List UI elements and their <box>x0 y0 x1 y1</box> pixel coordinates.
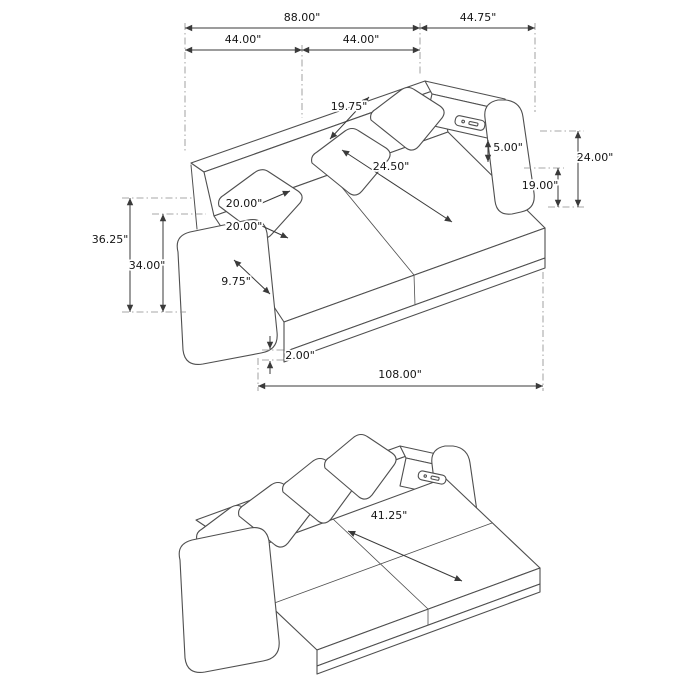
dim-label-pillow-height: 20.00" <box>226 220 263 233</box>
right-arm <box>484 99 535 215</box>
top-view: 88.00" 44.75" 44.00" 44.00" 36.25" 34.00… <box>90 9 615 391</box>
bottom-view: 41.25" <box>178 433 541 675</box>
bed-base-rail <box>316 583 541 675</box>
dim-label-back-to-seat: 19.00" <box>522 179 559 192</box>
dim-label-back-height: 34.00" <box>129 259 166 272</box>
seat-front-seam <box>413 274 416 306</box>
dim-label-overall-width: 88.00" <box>284 11 321 24</box>
usb-port-icon <box>417 470 447 485</box>
sofa-top-drawing <box>176 80 546 365</box>
dim-label-overall-length: 108.00" <box>378 368 422 381</box>
top-view-dimensions: 88.00" 44.75" 44.00" 44.00" 36.25" 34.00… <box>90 9 615 391</box>
back-left-post <box>190 164 198 230</box>
left-arm <box>176 218 278 365</box>
dim-label-overall-height: 36.25" <box>92 233 129 246</box>
dim-label-overall-depth: 44.75" <box>460 11 497 24</box>
pillow <box>324 433 397 500</box>
bottom-view-dimensions: 41.25" <box>347 507 463 582</box>
dim-leader-pillow-width <box>261 190 291 204</box>
dim-leader-pillow-height <box>261 225 289 239</box>
pillow <box>370 86 445 151</box>
dim-line-open-seat-depth <box>347 530 463 582</box>
sofa-bottom-drawing <box>178 433 541 675</box>
dim-label-back-pillow: 19.75" <box>331 100 368 113</box>
dim-line-back-pillow <box>329 96 370 140</box>
base-rail <box>283 257 546 363</box>
dim-label-pillow-width: 20.00" <box>226 197 263 210</box>
dim-label-right-seat-width: 44.00" <box>343 33 380 46</box>
dim-label-open-seat-depth: 41.25" <box>371 509 408 522</box>
dim-label-base-height: 2.00" <box>285 349 315 362</box>
dim-label-left-seat-width: 44.00" <box>225 33 262 46</box>
dim-line-seat-depth <box>341 149 453 223</box>
dim-label-console-height: 5.00" <box>493 141 523 154</box>
left-arm-lower <box>178 526 280 673</box>
usb-port-icon <box>454 115 486 131</box>
dim-label-seat-depth: 24.50" <box>373 160 410 173</box>
dim-label-right-arm-height: 24.00" <box>577 151 614 164</box>
dim-line-arm-width <box>233 259 271 295</box>
dim-label-arm-width: 9.75" <box>221 275 251 288</box>
